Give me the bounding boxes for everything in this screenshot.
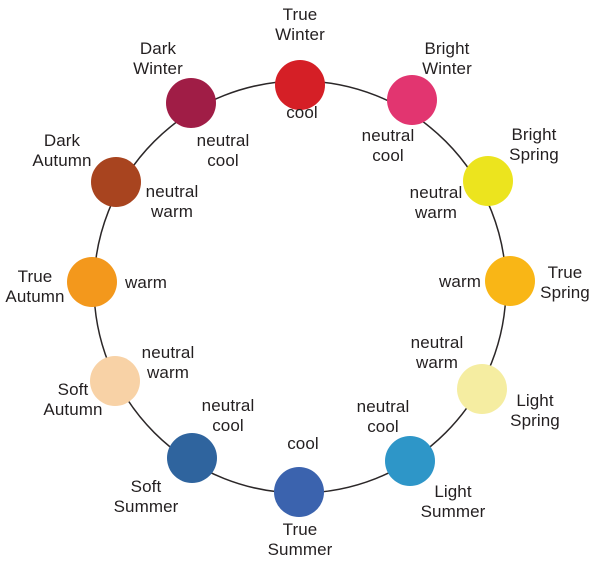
temperature-label-light-spring: neutral warm (410, 332, 464, 372)
temperature-label-true-spring: warm (439, 271, 481, 291)
season-label-bright-spring: Bright Spring (509, 124, 559, 164)
temperature-label-true-winter: cool (286, 102, 318, 122)
temperature-label-true-summer: cool (287, 433, 319, 453)
season-dot-dark-autumn (91, 157, 141, 207)
season-dot-bright-winter (387, 75, 437, 125)
temperature-label-soft-autumn: neutral warm (141, 342, 195, 382)
season-dot-light-summer (385, 436, 435, 486)
season-dot-light-spring (457, 364, 507, 414)
temperature-label-bright-winter: neutral cool (361, 125, 415, 165)
season-label-true-autumn: True Autumn (5, 266, 65, 306)
temperature-label-soft-summer: neutral cool (201, 395, 255, 435)
season-dot-soft-summer (167, 433, 217, 483)
season-label-soft-summer: Soft Summer (113, 476, 179, 516)
season-dot-true-summer (274, 467, 324, 517)
season-label-true-spring: True Spring (540, 262, 590, 302)
season-dot-dark-winter (166, 78, 216, 128)
season-label-true-summer: True Summer (267, 519, 333, 559)
season-label-dark-winter: Dark Winter (133, 38, 183, 78)
season-dot-soft-autumn (90, 356, 140, 406)
temperature-label-light-summer: neutral cool (356, 396, 410, 436)
season-label-true-winter: True Winter (275, 4, 325, 44)
temperature-label-true-autumn: warm (125, 272, 167, 292)
season-label-dark-autumn: Dark Autumn (32, 130, 92, 170)
season-label-soft-autumn: Soft Autumn (43, 379, 103, 419)
season-dot-true-spring (485, 256, 535, 306)
temperature-label-bright-spring: neutral warm (409, 182, 463, 222)
season-label-bright-winter: Bright Winter (422, 38, 472, 78)
season-dot-true-winter (275, 60, 325, 110)
season-label-light-summer: Light Summer (420, 481, 486, 521)
temperature-label-dark-winter: neutral cool (196, 130, 250, 170)
season-label-light-spring: Light Spring (510, 390, 560, 430)
season-dot-true-autumn (67, 257, 117, 307)
temperature-label-dark-autumn: neutral warm (145, 181, 199, 221)
season-dot-bright-spring (463, 156, 513, 206)
